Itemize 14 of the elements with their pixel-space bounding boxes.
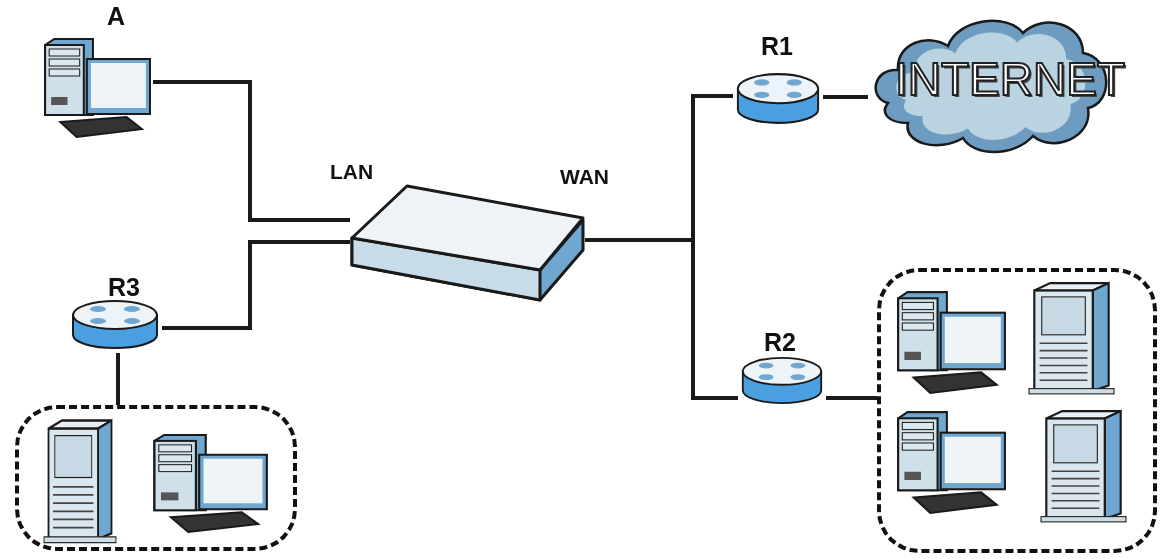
network-cable bbox=[116, 353, 120, 405]
network-cable bbox=[162, 240, 350, 330]
port-label: LAN bbox=[330, 161, 374, 182]
node-label: A bbox=[107, 4, 126, 29]
device-group bbox=[15, 405, 297, 551]
node-label: R1 bbox=[761, 34, 793, 59]
network-cable bbox=[153, 80, 350, 222]
node-label: R3 bbox=[108, 275, 140, 300]
node-label: R2 bbox=[764, 330, 796, 355]
port-label: WAN bbox=[560, 166, 609, 187]
network-cable bbox=[585, 238, 738, 400]
device-group bbox=[877, 268, 1157, 553]
network-cable bbox=[823, 95, 868, 99]
network-cable bbox=[826, 396, 877, 400]
